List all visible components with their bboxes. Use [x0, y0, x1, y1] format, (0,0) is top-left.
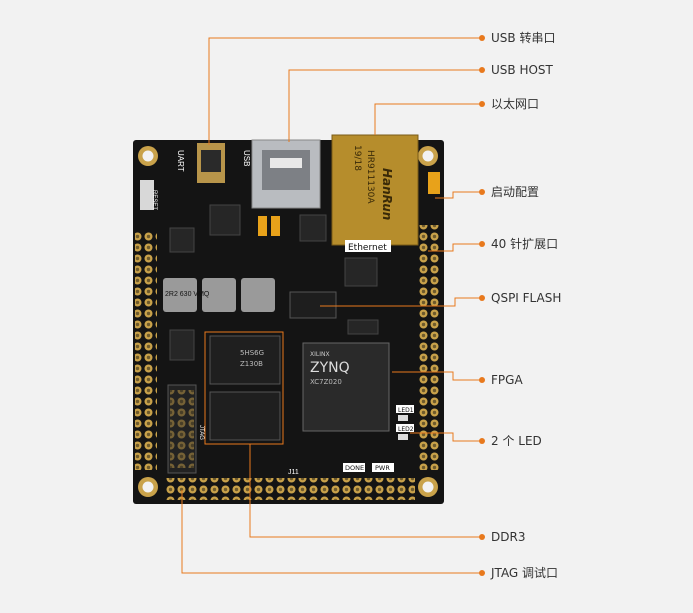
- reset-silk: RESET: [151, 190, 157, 211]
- inductor-marking: 2R2 630 VMQ: [165, 291, 210, 298]
- led1-silk: LED1: [398, 407, 414, 414]
- callout-usb-uart: USB 转串口: [491, 31, 556, 45]
- ethernet-silk: Ethernet: [348, 243, 387, 253]
- uart-silk: UART: [176, 150, 185, 172]
- qspi-flash-chip: [289, 291, 337, 319]
- left-header: [135, 230, 157, 470]
- rj45-part: HR911130A: [365, 150, 375, 204]
- led2-silk: LED2: [398, 426, 414, 433]
- fpga-part: XC7Z020: [310, 378, 342, 386]
- hanrun-logo: HanRun: [380, 168, 394, 220]
- fpga-brand: XILINX: [310, 351, 330, 358]
- ddr3-highlight: [204, 331, 284, 445]
- callout-lines: [181, 37, 482, 574]
- usb-silk: USB: [242, 150, 251, 166]
- fpga-name: ZYNQ: [310, 360, 350, 376]
- callout-jtag: JTAG 调试口: [491, 566, 559, 580]
- ddr3-chip-2: [209, 391, 281, 441]
- led2: [398, 434, 408, 440]
- right-header-40pin: [418, 225, 440, 470]
- callout-expansion: 40 针扩展口: [491, 237, 559, 251]
- ddr-marking: 5HS6G: [240, 349, 264, 357]
- callout-usb-host: USB HOST: [491, 63, 553, 77]
- pwr-silk: PWR: [375, 464, 390, 472]
- callout-boot-config: 启动配置: [491, 185, 540, 199]
- led1: [398, 415, 408, 421]
- ddr3-chip-1: [209, 335, 281, 385]
- rj45-date: 19/18: [352, 145, 362, 171]
- boot-config-jumper: [428, 172, 440, 194]
- callout-ddr3: DDR3: [491, 530, 526, 544]
- callout-dots: [479, 35, 485, 576]
- callout-led: 2 个 LED: [491, 434, 542, 448]
- callout-qspi-flash: QSPI FLASH: [491, 291, 562, 305]
- done-silk: DONE: [345, 464, 364, 472]
- callout-ethernet: 以太网口: [491, 97, 540, 111]
- fpga-chip: [302, 342, 390, 432]
- jtag-silk: JTAG: [198, 425, 204, 440]
- ethernet-jack: [331, 134, 419, 246]
- ddr-code: Z130B: [240, 360, 263, 368]
- inductors: [163, 278, 275, 312]
- j11-silk: J11: [288, 469, 299, 476]
- bottom-header: [165, 478, 415, 500]
- callout-fpga: FPGA: [491, 373, 523, 387]
- reset-button: [140, 180, 154, 210]
